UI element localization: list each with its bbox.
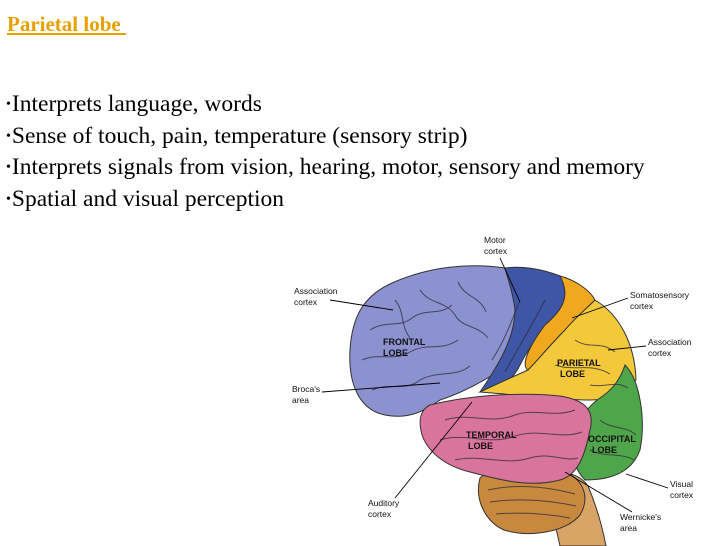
slide-title: Parietal lobe: [7, 12, 126, 36]
auditory-cortex-label-line1: Auditory: [368, 498, 400, 508]
temporal-lobe-label-line2: LOBE: [468, 441, 493, 451]
visual-cortex-label-line2: cortex: [670, 490, 694, 500]
bullet-item: •Spatial and visual perception: [6, 185, 285, 212]
auditory-cortex-label-line2: cortex: [368, 509, 392, 519]
brocas-area-label-line2: area: [292, 395, 309, 405]
bullet-icon: •: [6, 128, 11, 144]
bullet-item: •Sense of touch, pain, temperature (sens…: [6, 122, 468, 149]
bullet-icon: •: [6, 97, 11, 112]
association-cortex-back-label-line1: Association: [648, 337, 692, 347]
bullet-item: •Interprets language, words: [6, 91, 262, 117]
parietal-lobe-label-line2: LOBE: [560, 369, 585, 379]
motor-cortex-label-line2: cortex: [484, 246, 508, 256]
bullet-list: •Interprets language, words •Sense of to…: [6, 89, 706, 215]
bullet-icon: •: [6, 160, 11, 175]
temporal-lobe-label-line1: TEMPORAL: [466, 430, 517, 440]
association-cortex-front-label-line2: cortex: [294, 297, 318, 307]
occipital-lobe-label-line1: OCCIPITAL: [588, 434, 636, 444]
frontal-lobe-label-line1: FRONTAL: [383, 337, 426, 347]
somatosensory-cortex-label-line2: cortex: [630, 301, 654, 311]
occipital-lobe: [572, 364, 643, 481]
frontal-lobe-label-line2: LOBE: [383, 348, 408, 358]
bullet-item: •Interprets signals from vision, hearing…: [6, 154, 645, 180]
brocas-area-label-line1: Broca's: [292, 384, 320, 394]
visual-cortex-label-line1: Visual: [670, 479, 693, 489]
association-cortex-back-label-line2: cortex: [648, 348, 672, 358]
bullet-icon: •: [6, 191, 11, 207]
occipital-lobe-label-line2: LOBE: [592, 445, 617, 455]
parietal-lobe-label-line1: PARIETAL: [557, 358, 601, 368]
motor-cortex-label-line1: Motor: [484, 235, 506, 245]
association-cortex-front-label-line1: Association: [294, 286, 338, 296]
parietal-lobe: [478, 299, 637, 401]
wernickes-area-label-line1: Wernicke's: [620, 512, 661, 522]
somatosensory-cortex-label-line1: Somatosensory: [630, 290, 690, 300]
wernickes-area-label-line2: area: [620, 523, 637, 533]
